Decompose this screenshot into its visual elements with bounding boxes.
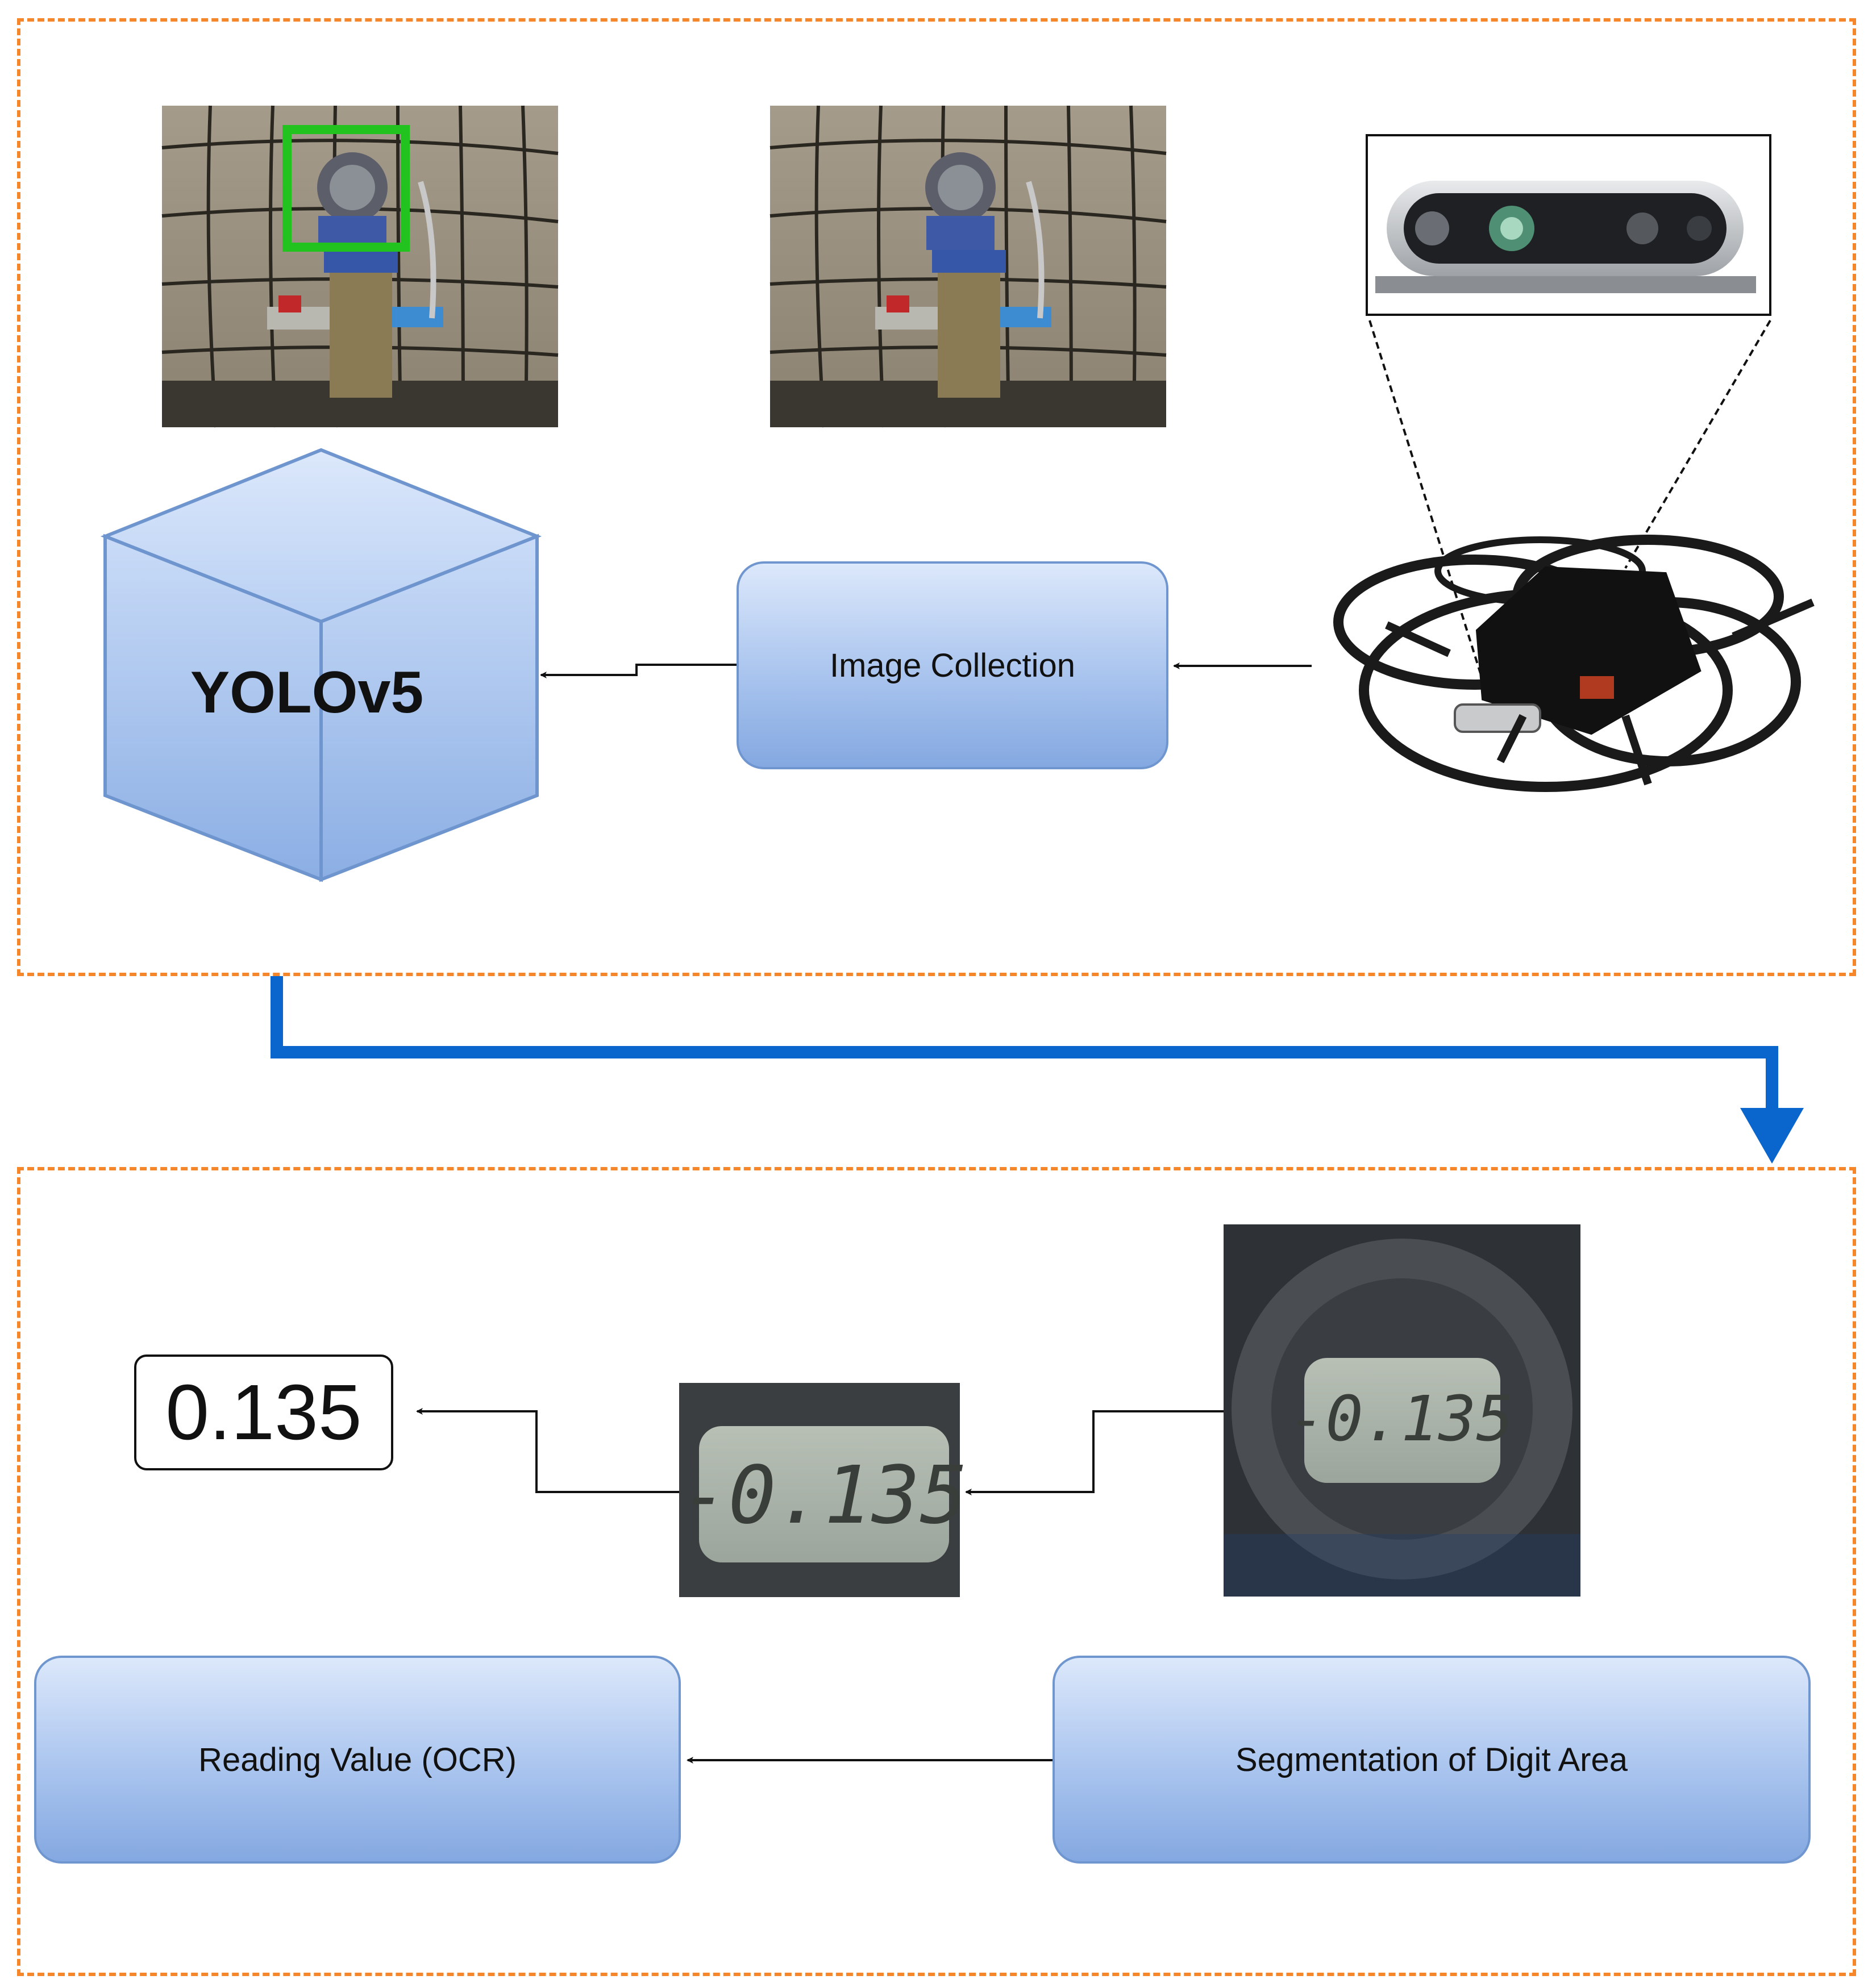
zoom-line-right	[1624, 319, 1771, 569]
yolov5-label: YOLOv5	[190, 660, 424, 726]
stage-transition-arrow	[271, 976, 1778, 1114]
top-stage-panel	[17, 18, 1856, 976]
lcd-crop-reading: -0.135	[680, 1449, 968, 1542]
lcd-crop-photo: -0.135	[679, 1383, 968, 1597]
drone-photo	[1333, 535, 1815, 792]
transmitter-photo-detected	[161, 105, 559, 428]
yolov5-cube	[100, 448, 542, 882]
lcd-display-photo: -0.135	[1224, 1224, 1580, 1597]
arrow-crop-to-result	[416, 1408, 679, 1493]
bottom-stage-panel	[17, 1167, 1856, 1976]
ocr-result-box: 0.135	[134, 1354, 393, 1470]
depth-camera-photo	[1366, 134, 1771, 316]
image-collection-box: Image Collection	[737, 561, 1168, 769]
detection-bounding-box	[282, 125, 410, 252]
arrow-lcd-to-crop	[965, 1410, 1224, 1495]
lcd-full-reading: -0.135	[1288, 1382, 1513, 1455]
reading-value-box: Reading Value (OCR)	[34, 1656, 681, 1864]
arrow-collection-to-yolo	[540, 664, 737, 678]
segmentation-box: Segmentation of Digit Area	[1053, 1656, 1811, 1864]
zoom-line-left	[1368, 320, 1482, 674]
transmitter-photo-raw	[769, 105, 1167, 428]
stage-transition-arrowhead	[1740, 1108, 1804, 1164]
